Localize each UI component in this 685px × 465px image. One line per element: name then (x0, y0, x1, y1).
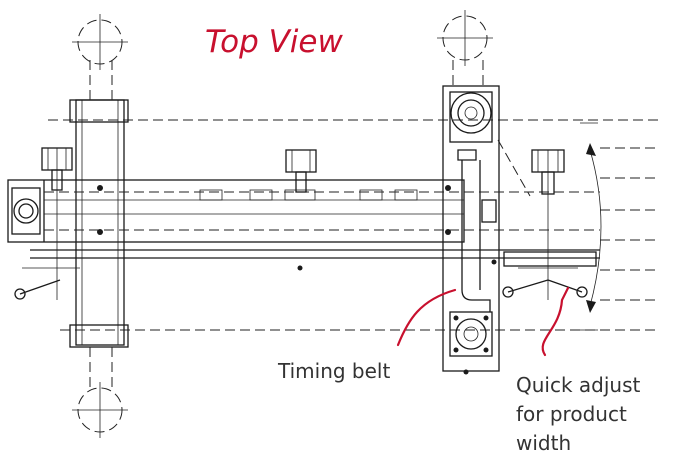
conveyor-bed (7, 179, 600, 271)
bed-brackets (199, 189, 418, 201)
diagram-title: Top View (205, 24, 343, 60)
caster-wheel-bottom-left (72, 382, 128, 438)
clamp-center (285, 149, 317, 193)
caster-wheel-top-center (437, 10, 493, 66)
quick-adjust-label-line-1: Quick adjust (516, 373, 641, 397)
timing-belt-label: Timing belt (277, 359, 390, 383)
clamp-left (14, 147, 80, 300)
caster-wheel-top-left (72, 14, 128, 70)
center-caster-column (452, 60, 484, 88)
timing-belt-pointer (396, 288, 457, 347)
product-guide-lines (48, 119, 660, 331)
adjust-range-arc (580, 122, 602, 331)
left-caster-column (69, 60, 129, 390)
drive-housing (442, 85, 531, 375)
quick-adjust-label-line-2: for product (516, 402, 627, 426)
quick-adjust-pointer (541, 286, 570, 357)
quick-adjust-label-line-3: width (516, 431, 571, 455)
clamp-right (502, 149, 597, 300)
